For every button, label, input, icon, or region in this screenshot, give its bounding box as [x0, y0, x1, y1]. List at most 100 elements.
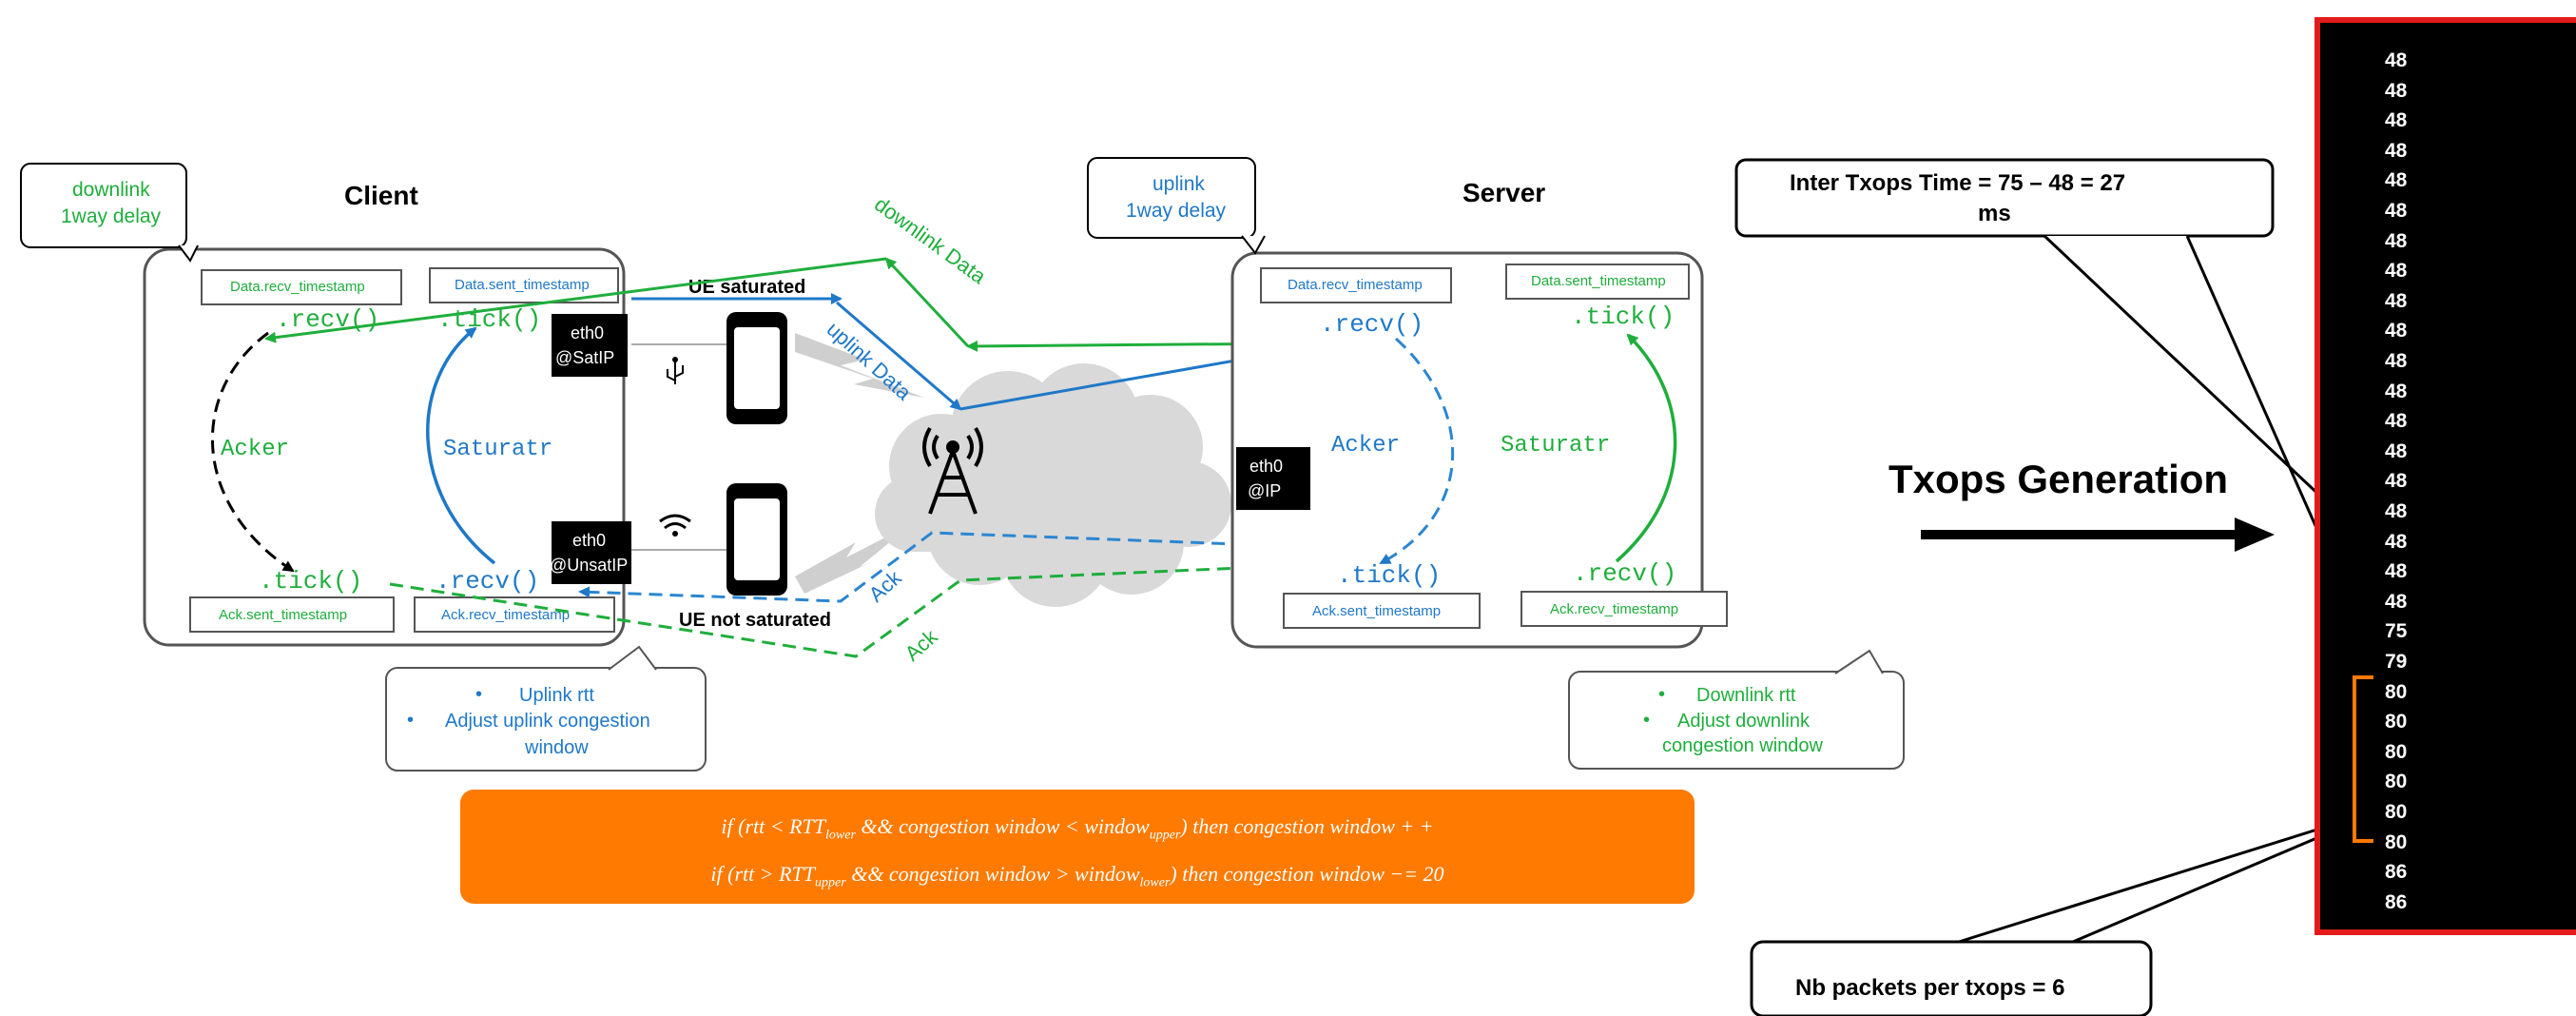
server-recv-top: .recv()	[1320, 310, 1424, 339]
txops-value: 48	[2385, 560, 2408, 583]
txops-value: 86	[2385, 890, 2408, 913]
svg-text:•: •	[475, 684, 482, 705]
client-box	[143, 247, 626, 647]
f1-sub2: upper	[1149, 828, 1181, 843]
server-title: Server	[1462, 178, 1545, 207]
f2-pre: if (rtt > RTT	[710, 862, 816, 886]
txops-value: 48	[2385, 169, 2408, 192]
server-rtt-callout: • Downlink rtt • Adjust downlink congest…	[1568, 649, 1905, 770]
svg-text:•: •	[1658, 684, 1665, 705]
server-data-recv-label: Data.recv_timestamp	[1288, 277, 1423, 293]
server-tick-top: .tick()	[1571, 303, 1675, 331]
client-eth0-sat: eth0 @SatIP	[552, 314, 628, 377]
client-data-sent-label: Data.sent_timestamp	[455, 277, 590, 293]
usb-icon	[667, 357, 684, 384]
eth0-sat-line1: eth0	[571, 323, 604, 342]
client-saturatr-arrow	[426, 326, 496, 565]
client-acker-arrow	[210, 331, 295, 573]
server-tick-bottom: .tick()	[1337, 561, 1441, 590]
callout-line-1: downlink	[72, 179, 150, 201]
f1-post: ) then congestion window + +	[1180, 814, 1434, 838]
client-data-recv-scroll: Data.recv_timestamp	[201, 269, 402, 305]
eth0-sat-line2: @SatIP	[555, 348, 614, 367]
svg-text:•: •	[1643, 710, 1650, 731]
txops-value: 48	[2385, 500, 2408, 522]
server-acker-arrow	[1379, 337, 1455, 565]
formula-line-2: if (rtt > RTTupper && congestion window …	[460, 862, 1695, 890]
server-eth0-line2: @IP	[1248, 481, 1281, 500]
client-ack-recv-label: Ack.recv_timestamp	[441, 607, 570, 623]
server-ack-sent-scroll: Ack.sent_timestamp	[1283, 593, 1481, 629]
txops-value: 86	[2385, 861, 2408, 884]
server-acker: Acker	[1331, 433, 1400, 459]
cell-tower-icon	[922, 426, 983, 515]
client-ack-sent-scroll: Ack.sent_timestamp	[189, 596, 395, 633]
svg-text:•: •	[407, 710, 414, 731]
txops-value: 80	[2385, 801, 2408, 823]
f2-sub2: lower	[1139, 875, 1171, 890]
server-eth0-line1: eth0	[1249, 457, 1283, 476]
server-rtt-line3: congestion window	[1662, 735, 1824, 756]
server-ack-sent-label: Ack.sent_timestamp	[1312, 603, 1441, 619]
ue-saturated-label: UE saturated	[688, 277, 805, 298]
txops-bracket	[2353, 675, 2373, 843]
txops-value: 48	[2385, 289, 2408, 312]
eth0-unsat-line2: @UnsatIP	[550, 556, 628, 575]
f2-post: ) then congestion window −= 20	[1170, 862, 1444, 886]
downlink-data-label: downlink Data	[870, 192, 991, 289]
txops-value: 48	[2385, 229, 2408, 252]
server-data-sent-scroll: Data.sent_timestamp	[1505, 264, 1690, 300]
txops-value: 80	[2385, 771, 2408, 793]
nb-packets-callout: Nb packets per txops = 6	[1750, 821, 2340, 1016]
f1-pre: if (rtt < RTT	[721, 814, 826, 838]
client-saturatr: Saturatr	[443, 437, 552, 462]
txops-value: 48	[2385, 380, 2408, 402]
formula-line-1: if (rtt < RTTlower && congestion window …	[460, 814, 1695, 843]
txops-value: 48	[2385, 109, 2408, 132]
txops-generation-label: Txops Generation	[1888, 457, 2228, 501]
uplink-data-arrow	[836, 301, 962, 411]
phone-not-saturated	[726, 483, 787, 596]
client-recv-bottom: .recv()	[436, 567, 539, 596]
server-ack-recv-scroll: Ack.recv_timestamp	[1520, 591, 1728, 627]
client-ack-sent-label: Ack.sent_timestamp	[219, 607, 347, 623]
f1-mid: && congestion window < window	[855, 814, 1150, 838]
inter-txops-line1: Inter Txops Time = 75 – 48 = 27	[1790, 170, 2125, 196]
nb-packets-label: Nb packets per txops = 6	[1795, 975, 2064, 1001]
txops-value: 80	[2385, 711, 2408, 733]
callout-line-2: 1way delay	[61, 205, 162, 227]
client-rtt-line3: window	[524, 737, 589, 758]
txops-value: 48	[2385, 320, 2408, 342]
txops-value: 48	[2385, 200, 2408, 222]
phone-saturated	[726, 312, 787, 424]
ack-label-2: Ack	[901, 624, 943, 666]
txops-value: 48	[2385, 49, 2408, 71]
downlink-data-arrow-mid	[884, 257, 970, 348]
lightning-bolt-bottom	[795, 523, 913, 594]
txops-value: 48	[2385, 590, 2408, 613]
eth0-unsat-line1: eth0	[572, 531, 606, 550]
server-eth0: eth0 @IP	[1236, 447, 1310, 510]
client-eth0-unsat: eth0 @UnsatIP	[550, 521, 631, 584]
server-callout-line-1: uplink	[1152, 173, 1205, 195]
client-recv-top: .recv()	[276, 305, 379, 334]
f2-sub1: upper	[815, 875, 846, 890]
server-saturatr-arrow	[1615, 333, 1677, 563]
wifi-icon	[659, 514, 691, 537]
server-callout-line-2: 1way delay	[1126, 200, 1227, 222]
server-box	[1230, 251, 1704, 649]
server-rtt-line2: Adjust downlink	[1677, 711, 1811, 732]
txops-value: 48	[2385, 260, 2408, 283]
txops-value: 48	[2385, 470, 2408, 493]
ue-not-saturated-label: UE not saturated	[679, 610, 831, 631]
inter-txops-line2: ms	[1978, 201, 2011, 226]
server-rtt-line1: Downlink rtt	[1696, 685, 1796, 706]
server-data-sent-label: Data.sent_timestamp	[1531, 273, 1666, 289]
ack-label-1: Ack	[864, 565, 907, 607]
server-uplink-delay-callout: uplink 1way delay	[1087, 157, 1266, 255]
txops-value: 48	[2385, 440, 2408, 462]
txops-value: 80	[2385, 830, 2408, 853]
client-rtt-line1: Uplink rtt	[519, 685, 594, 706]
